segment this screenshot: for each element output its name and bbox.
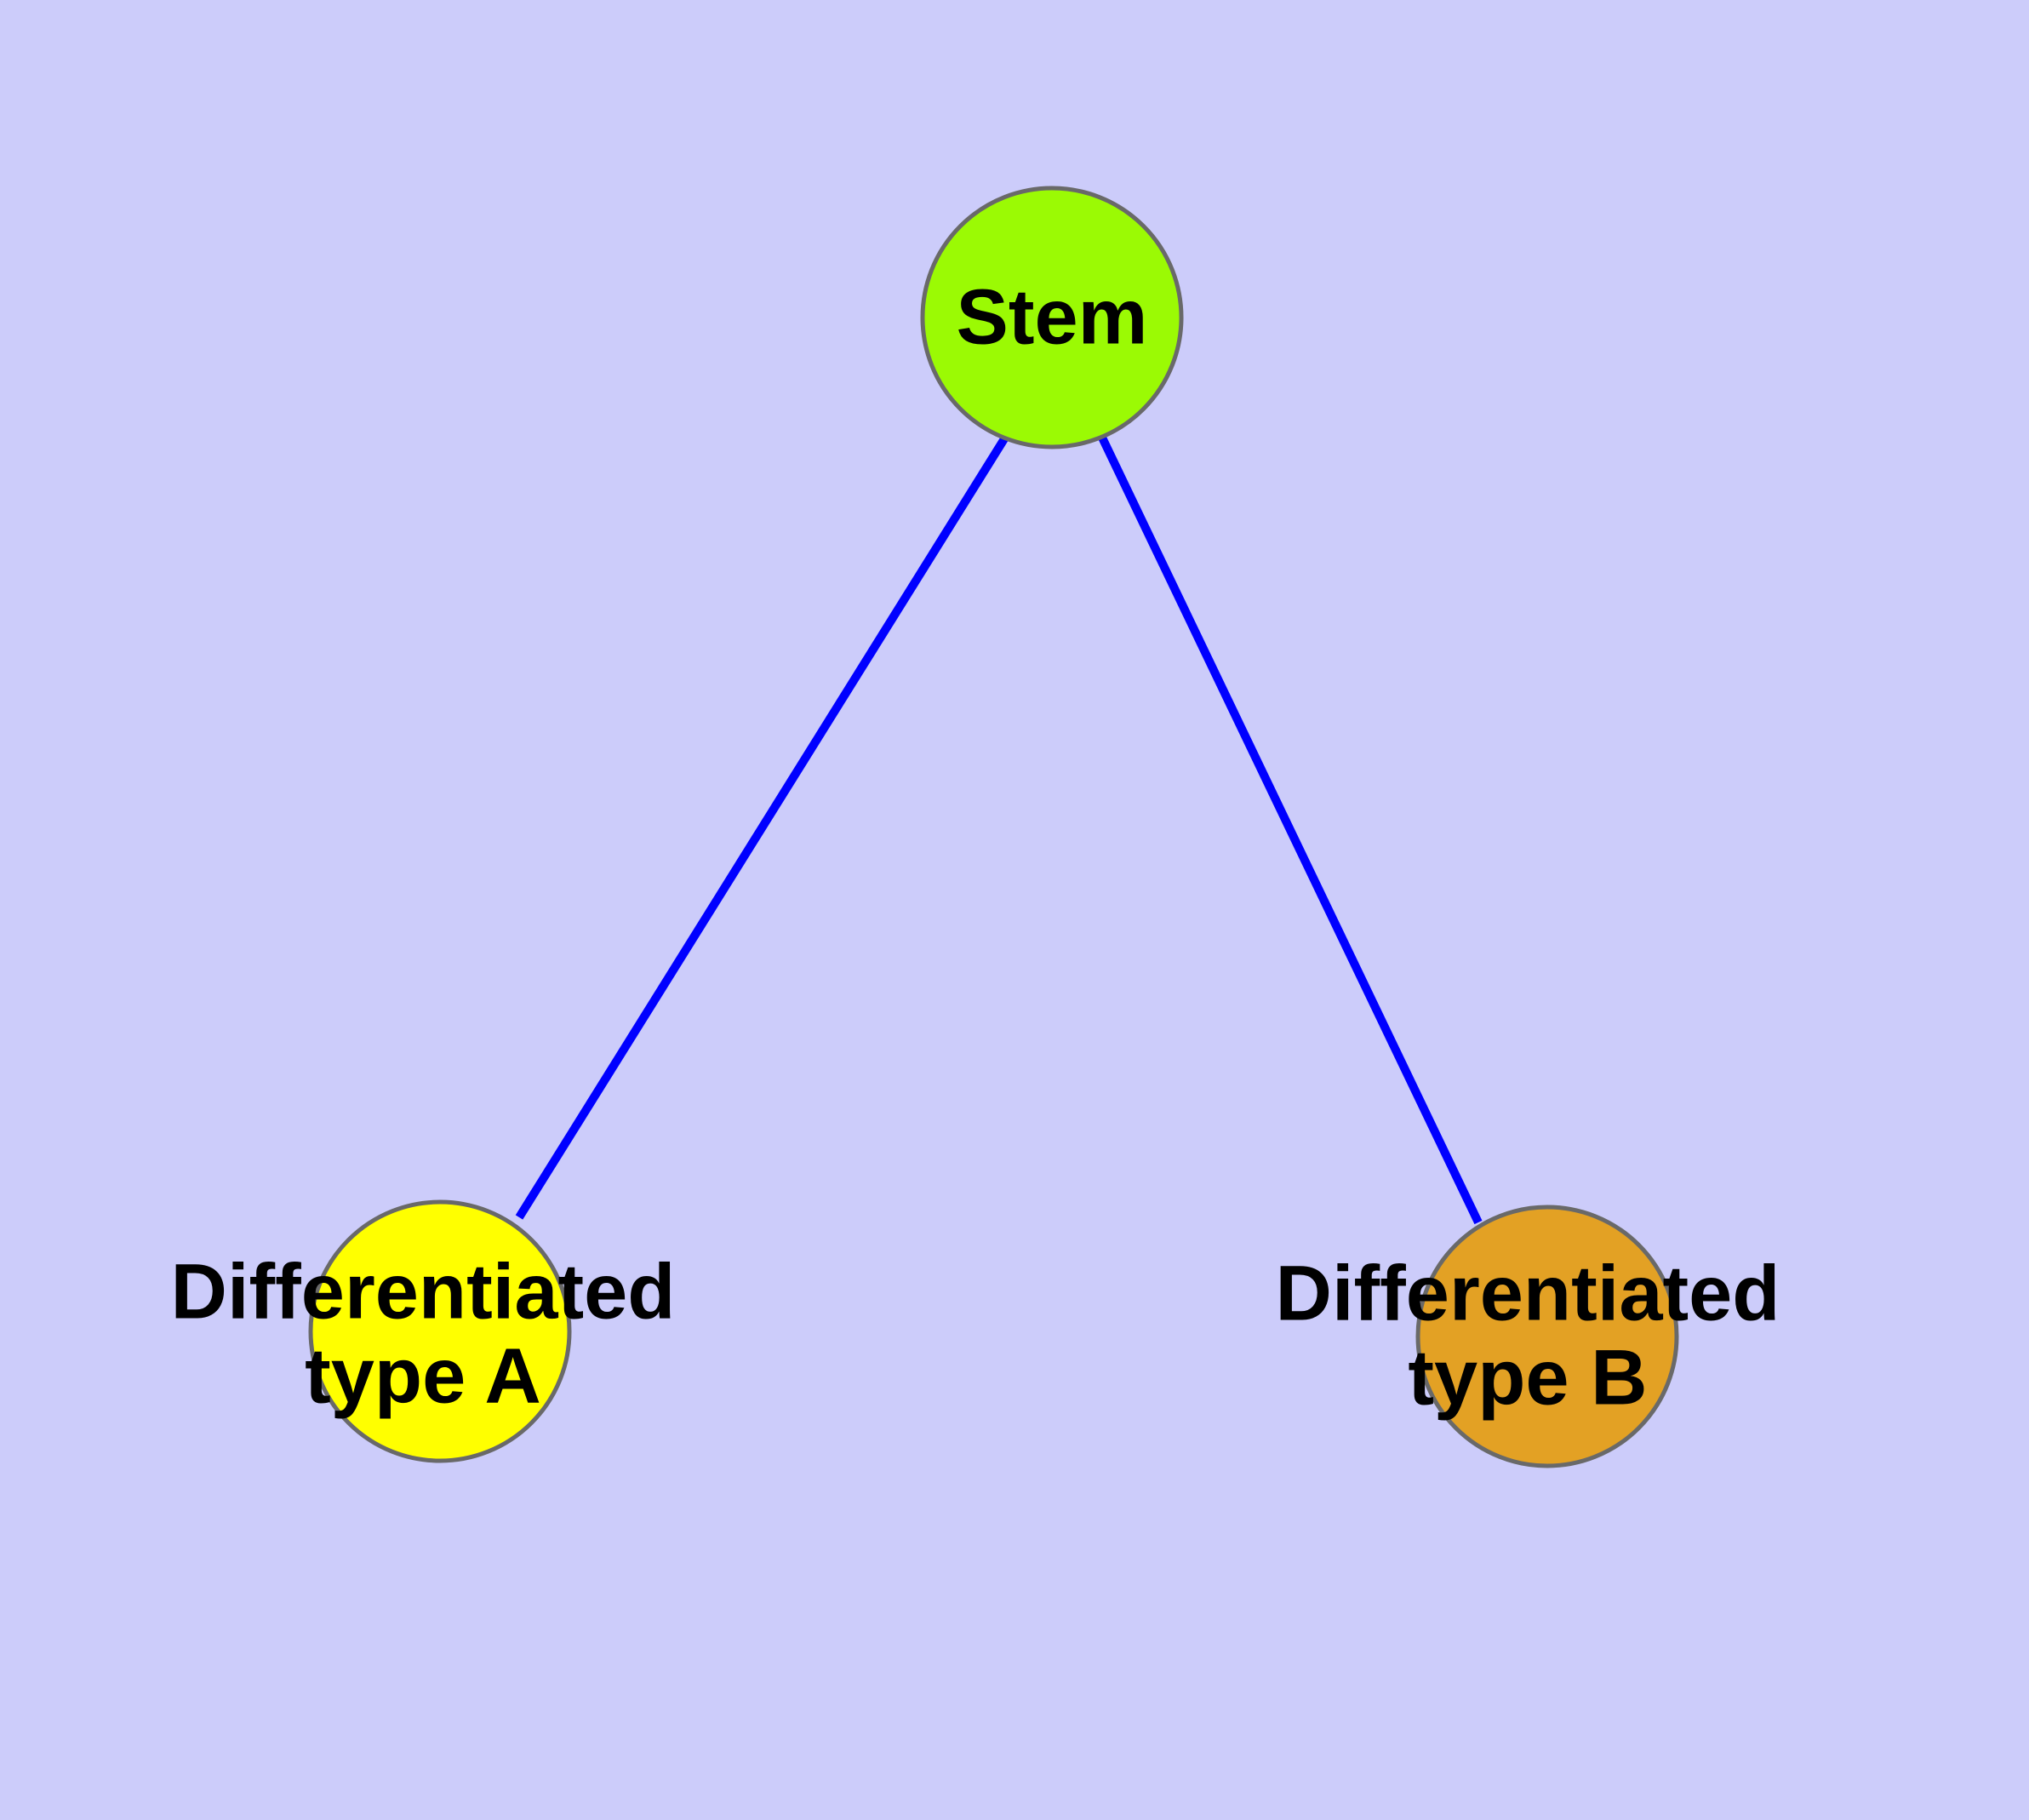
node-layer	[308, 186, 1679, 1468]
edge-layer	[515, 435, 1483, 1225]
graph-node-stem[interactable]	[920, 186, 1184, 449]
graph-edge-stem-to-diff-a[interactable]	[515, 435, 1009, 1220]
graph-node-diff_a[interactable]	[308, 1199, 572, 1463]
graph-edge-stem-to-diff-b[interactable]	[1098, 435, 1483, 1225]
graph-node-diff_b[interactable]	[1415, 1205, 1679, 1468]
